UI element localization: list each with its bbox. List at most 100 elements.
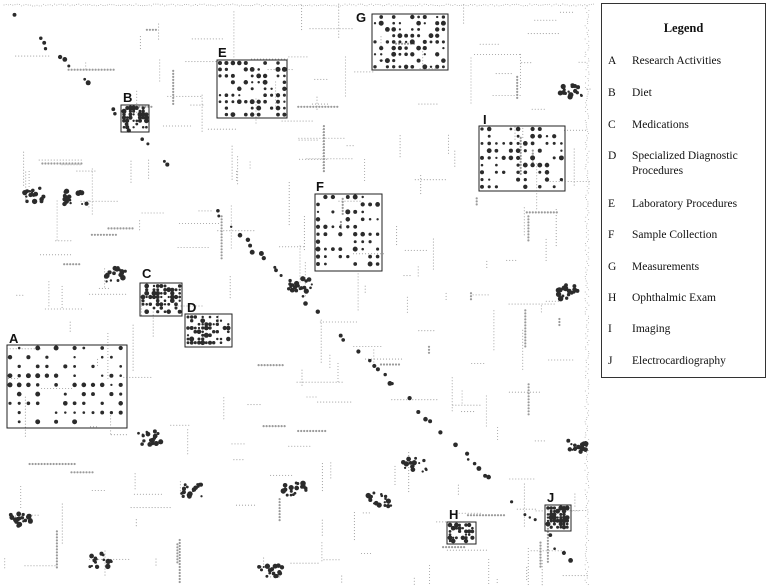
cluster-dot [218,74,222,78]
matrix-dot [88,206,90,208]
cluster-dot [196,329,202,334]
matrix-dot [311,103,314,105]
matrix-dot [230,223,232,225]
cluster-dot [579,445,585,452]
matrix-dot [523,501,525,503]
matrix-dot [107,365,109,368]
matrix-dot [250,504,253,506]
matrix-dot [154,28,157,31]
cluster-dot [283,106,286,110]
cluster-dot [145,431,151,437]
axis-tick-mark [428,5,430,7]
matrix-dot [176,424,178,426]
matrix-dot [27,565,29,567]
matrix-dot [321,472,323,474]
cluster-dot [516,155,521,160]
cluster-dot [546,513,550,516]
cluster-dot [244,99,248,104]
matrix-dot [552,19,554,21]
axis-tick-mark [586,254,587,256]
matrix-dot [220,257,223,260]
matrix-dot [488,567,490,570]
cluster-dot [100,346,105,350]
diagonal-dot [301,294,305,298]
matrix-dot [195,246,197,249]
matrix-dot [382,363,386,366]
cluster-dot [217,60,223,66]
axis-tick-mark [562,3,564,5]
diagonal-dot [465,451,470,456]
matrix-dot [522,359,524,361]
matrix-dot [343,137,345,139]
matrix-dot [278,364,281,367]
matrix-dot [426,179,428,181]
matrix-dot [516,78,519,81]
matrix-dot [524,345,527,348]
matrix-dot [534,508,536,510]
matrix-dot [311,158,313,160]
matrix-dot [69,321,71,323]
matrix-dot [557,300,559,302]
cluster-dot [346,254,350,259]
matrix-dot [233,38,235,40]
cluster-dot [565,518,570,523]
matrix-dot [172,81,175,84]
matrix-dot [436,399,438,401]
cluster-dot [186,334,190,337]
matrix-dot [201,121,203,123]
axis-tick-mark [586,524,588,526]
matrix-dot [330,468,332,470]
matrix-dot [132,363,134,365]
cluster-dot [494,170,498,174]
cluster-dot [275,66,281,72]
axis-tick-mark [588,379,590,381]
cluster-dot [163,310,167,314]
matrix-dot [255,113,257,115]
matrix-dot [159,65,161,67]
matrix-dot [545,247,547,249]
axis-tick-mark [463,4,465,5]
axis-tick-mark [585,163,587,165]
cluster-dot [567,447,572,452]
matrix-dot [321,466,323,468]
axis-tick-mark [524,5,526,6]
cluster-dot [41,194,46,199]
matrix-dot [304,265,306,267]
matrix-dot [514,391,516,393]
axis-tick-mark [227,4,229,6]
cluster-dot [159,306,164,310]
cluster-dot [463,538,469,544]
matrix-dot [451,407,453,409]
matrix-dot [337,371,339,374]
matrix-dot [497,438,499,441]
matrix-dot [359,345,361,348]
matrix-dot [353,518,355,520]
matrix-dot [445,521,447,523]
matrix-dot [524,336,527,339]
matrix-dot [523,231,525,233]
axis-tick-mark [423,3,425,5]
matrix-dot [71,387,73,390]
matrix-dot [235,230,237,232]
axis-tick-mark [593,3,595,5]
matrix-dot [451,398,453,400]
axis-tick-mark [587,509,589,511]
matrix-dot [523,219,525,221]
matrix-dot [527,383,530,386]
axis-tick-mark [587,23,589,25]
matrix-dot [527,562,529,565]
axis-tick-mark [584,4,586,6]
cluster-dot [398,40,402,44]
matrix-dot [76,471,79,474]
matrix-dot [333,105,336,108]
matrix-dot [323,559,325,561]
cluster-dot [353,262,358,266]
matrix-dot [186,305,188,307]
axis-tick-mark [587,471,589,473]
axis-tick-mark [584,405,586,407]
matrix-dot [540,440,542,442]
matrix-dot [101,293,103,295]
matrix-dot [536,208,538,210]
matrix-dot [545,256,547,258]
matrix-dot [463,10,465,12]
